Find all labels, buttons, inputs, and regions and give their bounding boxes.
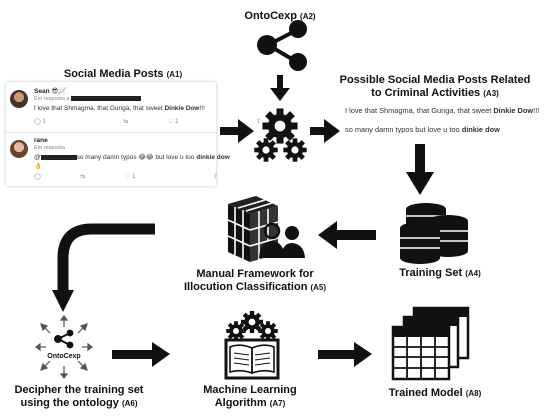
arrow-a7-to-a8 (318, 342, 372, 367)
retweet-action[interactable]: ⇆ (123, 119, 129, 125)
tweet-text-bold: dinkie dow (196, 154, 230, 161)
arrow-a5-to-a6 (52, 223, 155, 312)
label-a6-decipher: Decipher the training set using the onto… (4, 384, 154, 410)
social-media-posts-panel: Sean 😎📈 Em resposta a I love that Shmagm… (6, 82, 261, 186)
label-a7-line2: Algorithm (214, 397, 267, 409)
redacted-handle (71, 96, 142, 102)
tweet-2: rane Em resposta @so many damn typos 😂😂 … (6, 133, 230, 186)
cube-grid-icon (227, 196, 279, 262)
related-post-2: so many damn typos but love u too dinkie… (345, 125, 500, 134)
share-action[interactable]: ⇪ (213, 174, 219, 180)
tweet-1: Sean 😎📈 Em resposta a I love that Shmagm… (6, 82, 261, 132)
label-a5-tag: (A5) (310, 283, 327, 292)
label-a4-text: Training Set (399, 267, 463, 279)
database-stack-icon (400, 203, 468, 264)
label-a3-line1: Possible Social Media Posts Related (339, 74, 531, 86)
like-count: 1 (175, 119, 179, 125)
label-a2-tag: (A2) (300, 12, 316, 21)
related-post-pre: so many damn typos but love u too (345, 125, 462, 134)
label-a3-line2: to Criminal Activities (371, 87, 481, 99)
tweet-text: I love that Shmagma, that Gunga, that sw… (34, 105, 205, 112)
label-a1-tag: (A1) (166, 70, 183, 79)
arrow-gears-to-a3 (310, 119, 340, 143)
label-a7-ml-algorithm: Machine Learning Algorithm (A7) (190, 384, 310, 410)
table-stack-icon (391, 306, 470, 381)
arrow-a4-to-a5 (318, 221, 376, 249)
label-a3-tag: (A3) (483, 89, 499, 98)
avatar (10, 140, 28, 158)
tweet-user-name: rane (34, 137, 48, 144)
avatar (10, 90, 28, 108)
tweet-user-emoji: 😎📈 (51, 88, 67, 95)
label-a6-line2: using the ontology (20, 397, 119, 409)
retweet-action[interactable]: ⇆ (80, 174, 86, 180)
reply-action[interactable]: ◯ 1 (34, 119, 46, 125)
label-a6-tag: (A6) (121, 399, 138, 408)
related-post-pre: I love that Shmagma, that Gunga, that sw… (345, 106, 494, 115)
share-action[interactable]: ⇪ (256, 119, 262, 125)
tweet-username: Sean 😎📈 (34, 87, 66, 95)
share-network-icon (54, 329, 74, 349)
tweet-user-name: Sean (34, 88, 50, 95)
arrow-a6-to-a7 (112, 342, 170, 367)
reply-indicator: Em resposta a (34, 96, 142, 102)
reply-text: Em resposta a (34, 96, 70, 102)
like-action[interactable]: ♡ 1 (125, 174, 136, 180)
label-a3-possible-posts: Possible Social Media Posts Related to C… (325, 74, 545, 100)
label-a5-manual-framework: Manual Framework for Illocution Classifi… (180, 268, 330, 294)
arrow-a1-to-gears (220, 119, 254, 143)
reply-action[interactable]: ◯ (34, 174, 41, 180)
tweet-actions: ◯ 1 ⇆ ♡ 1 ⇪ (34, 118, 299, 125)
like-count: 1 (132, 174, 136, 180)
label-a8-text: Trained Model (388, 387, 463, 399)
divider (6, 132, 216, 133)
label-a4-tag: (A4) (465, 269, 481, 278)
label-a4-training-set: Training Set (A4) (380, 267, 500, 280)
related-post-1: I love that Shmagma, that Gunga, that sw… (345, 106, 539, 115)
gears-icon (254, 108, 307, 162)
reply-count: 1 (42, 119, 46, 125)
tweet-text-pre: so many damn typos 😂😂 but love u too (76, 154, 197, 161)
label-a1-social-media-posts: Social Media Posts (A1) (48, 68, 198, 81)
tweet-username: rane (34, 137, 48, 144)
tweet-text-pre: I love that Shmagma, that Gunga, that sw… (34, 105, 165, 112)
tweet-text-bold: Dinkie Dow (164, 105, 200, 112)
label-a5-line2: Illocution Classification (183, 281, 308, 293)
related-post-bold: Dinkie Dow (493, 106, 534, 115)
label-a2-ontocexp: OntoCexp (A2) (230, 10, 330, 23)
label-a2-text: OntoCexp (244, 10, 297, 22)
label-a8-trained-model: Trained Model (A8) (375, 387, 495, 400)
ontology-compass-icon (35, 315, 93, 379)
related-post-post: !!! (533, 106, 540, 115)
arrow-a2-to-gears (270, 75, 290, 101)
redacted-handle (40, 154, 77, 160)
label-a7-line1: Machine Learning (203, 384, 297, 396)
label-a6-line1: Decipher the training set (14, 384, 144, 396)
label-a5-line1: Manual Framework for (196, 268, 314, 280)
ontology-icon-label: OntoCexp (47, 353, 80, 360)
tweet-emoji-line: 👌 (34, 163, 43, 170)
label-a1-text: Social Media Posts (63, 68, 164, 80)
label-a7-tag: (A7) (269, 399, 286, 408)
reply-indicator: Em resposta (34, 145, 65, 151)
arrow-a3-to-a4 (406, 144, 434, 195)
reply-text: Em resposta (34, 145, 65, 151)
like-action[interactable]: ♡ 1 (168, 119, 179, 125)
tweet-text: @so many damn typos 😂😂 but love u too di… (34, 154, 230, 161)
users-icon (259, 222, 305, 258)
tweet-actions: ◯ ⇆ ♡ 1 ⇪ (34, 173, 256, 180)
related-post-bold: dinkie dow (461, 125, 500, 134)
share-network-icon (257, 20, 307, 71)
book-gears-icon (224, 310, 280, 380)
label-a8-tag: (A8) (465, 389, 482, 398)
tweet-text-post: !!! (199, 105, 205, 112)
